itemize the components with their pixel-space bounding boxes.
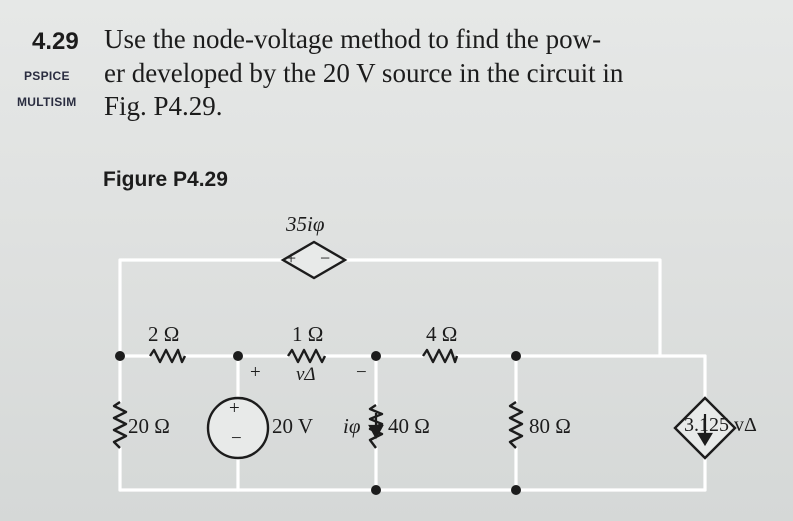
- resistor-40ohm-label: 40 Ω: [388, 414, 430, 438]
- resistor-20ohm-label: 20 Ω: [128, 414, 170, 438]
- multisim-tag: MULTISIM: [17, 95, 77, 109]
- problem-text-line-1: Use the node-voltage method to find the …: [104, 24, 602, 54]
- resistor-4ohm: [422, 348, 459, 364]
- resistor-40ohm: [368, 404, 384, 449]
- node-right: [511, 351, 521, 361]
- resistor-80ohm: [508, 401, 524, 449]
- resistor-1ohm-label: 1 Ω: [292, 322, 324, 346]
- pspice-tag: PSPICE: [24, 69, 70, 83]
- resistor-80ohm-label: 80 Ω: [529, 414, 571, 438]
- problem-number: 4.29: [32, 28, 79, 55]
- resistor-2ohm-label: 2 Ω: [148, 322, 180, 346]
- resistor-4ohm-label: 4 Ω: [426, 322, 458, 346]
- source-minus: −: [231, 428, 242, 449]
- node-bottom-right: [511, 485, 521, 495]
- node-left: [115, 351, 125, 361]
- resistor-20ohm: [112, 401, 128, 449]
- dependent-voltage-source-label: 35iφ: [286, 212, 325, 236]
- dep-source-plus: +: [286, 248, 297, 268]
- current-iphi-arrow-icon: [368, 413, 384, 440]
- problem-text-line-3: Fig. P4.29.: [104, 91, 223, 121]
- i-phi-label: iφ: [343, 414, 361, 438]
- node-bottom-mid: [371, 485, 381, 495]
- top-wire: [118, 258, 662, 358]
- vdelta-plus: +: [250, 362, 261, 383]
- node-mid: [371, 351, 381, 361]
- node-source: [233, 351, 243, 361]
- v-delta-label: vΔ: [296, 364, 316, 385]
- source-20v-label: 20 V: [272, 414, 314, 438]
- current-down-arrow-icon: [697, 414, 713, 447]
- resistor-2ohm: [149, 348, 187, 364]
- voltage-source-20v: [206, 396, 270, 460]
- dep-source-minus: −: [320, 248, 331, 268]
- resistor-1ohm: [287, 348, 327, 364]
- vdelta-minus: −: [356, 362, 367, 383]
- figure-title: Figure P4.29: [103, 168, 228, 191]
- problem-text-line-2: er developed by the 20 V source in the c…: [104, 58, 624, 88]
- dependent-current-source-label: 3.125 vΔ: [684, 414, 757, 436]
- source-plus: +: [229, 398, 240, 419]
- dependent-voltage-source: [280, 240, 348, 280]
